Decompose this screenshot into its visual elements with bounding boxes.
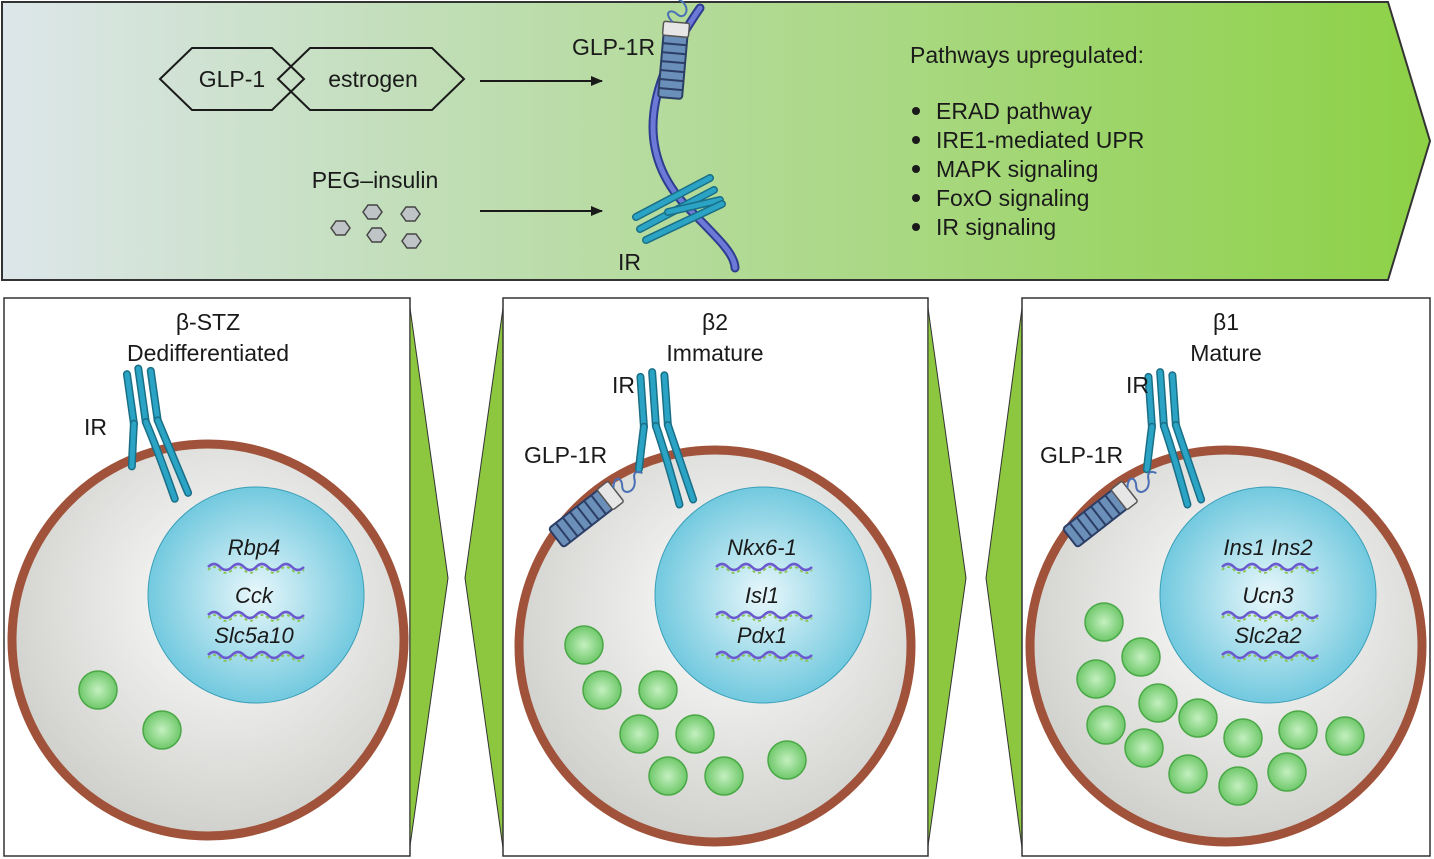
insulin-granule (1121, 637, 1161, 677)
estrogen-label: estrogen (328, 66, 418, 92)
insulin-granule (638, 670, 678, 710)
gene-label: Slc2a2 (1234, 623, 1301, 648)
cell-title-greek: β1 (1213, 309, 1239, 335)
glp1-label: GLP-1 (199, 66, 265, 92)
pathway-item: IRE1-mediated UPR (936, 127, 1144, 153)
top-panel-arrow (1, 0, 1432, 281)
peg-insulin-particles (330, 204, 422, 249)
cell-panel-stz: β-STZ Dedifferentiated IR Rbp4 Cck Slc5a… (3, 297, 411, 857)
insulin-granule (1138, 683, 1178, 723)
insulin-granule (1223, 718, 1263, 758)
insulin-granule (619, 714, 659, 754)
nucleus (147, 486, 365, 704)
nucleus (1159, 486, 1377, 704)
gene-label: Nkx6-1 (727, 535, 797, 560)
pathway-item: ERAD pathway (936, 98, 1092, 124)
transition-arrow-2 (927, 307, 967, 847)
nucleus (654, 486, 872, 704)
pathway-item: FoxO signaling (936, 185, 1089, 211)
insulin-granule (582, 670, 622, 710)
insulin-granule (767, 740, 807, 780)
gene-label: Rbp4 (228, 535, 281, 560)
cell-title-state: Immature (666, 340, 763, 366)
pathways-title: Pathways upregulated: (910, 42, 1144, 68)
transition-arrow-1 (409, 307, 449, 847)
insulin-granule (78, 670, 118, 710)
insulin-granule (1084, 602, 1124, 642)
insulin-granule (142, 710, 182, 750)
cell-title-greek: β2 (702, 309, 728, 335)
insulin-granule (1267, 752, 1307, 792)
insulin-granule (1076, 659, 1116, 699)
gene-label: Isl1 (745, 583, 779, 608)
insulin-granule (648, 756, 688, 796)
cell-title-state: Dedifferentiated (127, 340, 289, 366)
peg-insulin-label: PEG–insulin (312, 167, 439, 193)
insulin-granule (1124, 728, 1164, 768)
insulin-granule (564, 625, 604, 665)
ir-label: IR (84, 414, 107, 440)
insulin-granule (1168, 754, 1208, 794)
ir-label: IR (612, 372, 635, 398)
ir-label: IR (1126, 372, 1149, 398)
gene-label: Slc5a10 (214, 623, 294, 648)
insulin-granules (1076, 602, 1365, 806)
insulin-granule (1278, 710, 1318, 750)
insulin-granule (1178, 698, 1218, 738)
cell-title-greek: β-STZ (176, 309, 240, 335)
gene-label: Ucn3 (1242, 583, 1294, 608)
cell-panel-mature: β1 Mature IR GLP-1R Ins1 Ins2 Ucn3 Slc2a… (985, 297, 1431, 857)
gene-label: Ins1 Ins2 (1223, 535, 1312, 560)
insulin-granule (1218, 766, 1258, 806)
pathway-item: IR signaling (936, 214, 1056, 240)
gene-label: Cck (235, 583, 274, 608)
glp1r-label: GLP-1R (1040, 442, 1123, 468)
glp1r-label: GLP-1R (524, 442, 607, 468)
estrogen-hexagon (276, 47, 466, 111)
top-panel: GLP-1 estrogen PEG–insulin GLP-1R (1, 0, 1432, 281)
pathway-item: MAPK signaling (936, 156, 1098, 182)
insulin-granules (564, 625, 807, 796)
pathways-list: ERAD pathway IRE1-mediated UPR MAPK sign… (912, 98, 1144, 240)
insulin-granule (1086, 705, 1126, 745)
cell-title-state: Mature (1190, 340, 1262, 366)
top-ir (632, 174, 726, 244)
gene-label: Pdx1 (737, 623, 787, 648)
insulin-granule (675, 714, 715, 754)
insulin-granule (1325, 716, 1365, 756)
cell-panel-immature: β2 Immature IR GLP-1R Nkx6-1 Isl1 Pdx1 (464, 297, 929, 857)
insulin-granule (704, 756, 744, 796)
top-ir-label: IR (618, 249, 641, 275)
glp1-hexagon (158, 47, 306, 111)
insulin-granules (78, 670, 182, 750)
top-glp1r-label: GLP-1R (572, 34, 655, 60)
